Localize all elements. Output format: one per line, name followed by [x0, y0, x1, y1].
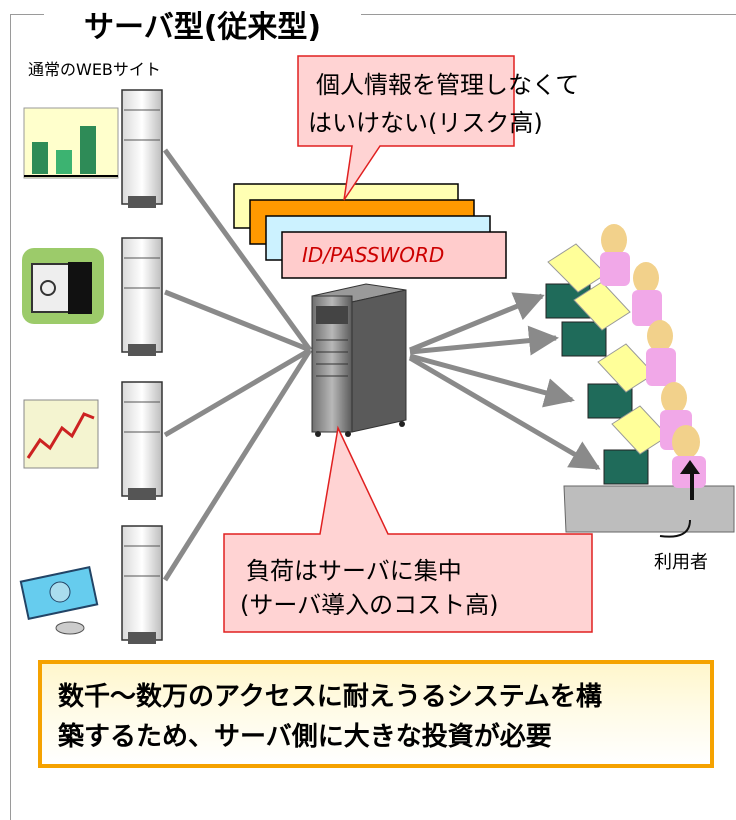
site-label: 通常のWEBサイト: [28, 60, 161, 79]
callout-top-line1: 個人情報を管理しなくて: [316, 71, 580, 99]
page-title: サーバ型(従来型): [44, 2, 362, 46]
stock-chart-icon: [23, 399, 99, 469]
summary-line2: 築するため、サーバ側に大きな投資が必要: [58, 722, 552, 752]
callout-bottom: [223, 425, 593, 633]
chart-icon: [23, 107, 119, 179]
server-icon: [311, 283, 407, 437]
summary-box: 数千～数万のアクセスに耐えうるシステムを構 築するため、サーバ側に大きな投資が必…: [38, 660, 714, 768]
credential-label: ID/PASSWORD: [302, 243, 445, 267]
safe-icon: [22, 248, 104, 324]
user-icon: [545, 224, 735, 538]
callout-bottom-line2: (サーバ導入のコスト高): [240, 591, 499, 619]
server-icon: [121, 525, 163, 644]
credential-stack: [233, 183, 507, 279]
server-icon: [121, 381, 163, 500]
frame-border: [10, 14, 736, 820]
connection-lines: [162, 148, 313, 582]
user-arrows: [408, 292, 601, 471]
summary-line1: 数千～数万のアクセスに耐えうるシステムを構: [58, 682, 602, 712]
money-icon: [19, 565, 99, 635]
server-icon: [121, 237, 163, 356]
callout-bottom-line1: 負荷はサーバに集中: [246, 557, 462, 585]
callout-top: [297, 55, 515, 201]
server-icon: [121, 89, 163, 208]
callout-top-line2: はいけない(リスク高): [308, 109, 543, 137]
user-label: 利用者: [654, 552, 708, 573]
